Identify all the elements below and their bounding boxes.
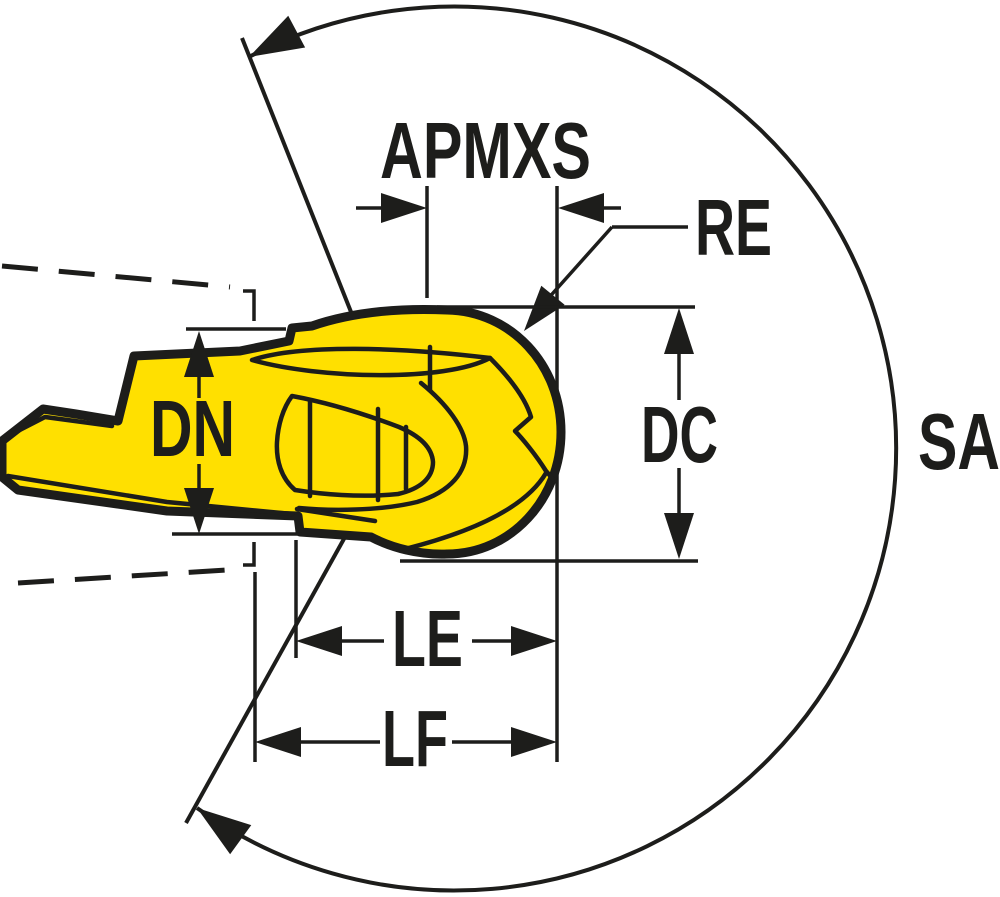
- apmxs-left-arrow-icon: [381, 193, 427, 223]
- workpiece-projection: [1, 263, 256, 586]
- seat-envelope-curve: [296, 380, 469, 513]
- cutting-nose-line: [487, 355, 556, 482]
- lf-left-arrow-icon: [255, 727, 301, 757]
- bottom-step-line: [294, 506, 378, 524]
- le-dimension: LE: [294, 540, 557, 683]
- le-label: LE: [392, 594, 463, 683]
- sa-angle-line-lower: [184, 536, 347, 824]
- apmxs-label: APMXS: [380, 106, 591, 195]
- sa-dimension: SA: [195, 4, 1000, 893]
- dc-label: DC: [641, 390, 718, 479]
- apmxs-right-arrow-icon: [558, 193, 604, 223]
- le-left-arrow-icon: [296, 626, 342, 656]
- dc-up-arrow-icon: [664, 308, 694, 354]
- sa-label: SA: [918, 397, 1000, 486]
- dc-dimension: DC: [400, 305, 718, 563]
- lf-right-arrow-icon: [511, 727, 557, 757]
- re-label: RE: [695, 183, 772, 272]
- lf-dimension: LF: [253, 572, 557, 783]
- corner-bracket-lower: [243, 542, 256, 567]
- le-right-arrow-icon: [511, 626, 557, 656]
- lf-label: LF: [382, 694, 448, 783]
- dn-down-arrow-icon: [184, 488, 214, 534]
- dn-up-arrow-icon: [184, 331, 214, 377]
- insert-body: [0, 304, 566, 559]
- sa-arc-arrow-bottom-icon: [197, 808, 252, 855]
- insert-silhouette: [0, 304, 566, 559]
- sa-angle-line-upper: [240, 37, 359, 328]
- insert-detail-lines: [5, 344, 556, 552]
- dn-dimension: DN: [150, 327, 302, 536]
- flank-inner-curve: [368, 470, 549, 552]
- sa-arc-arrow-top-icon: [249, 15, 306, 57]
- dc-down-arrow-icon: [664, 513, 694, 559]
- apmxs-dimension: APMXS: [356, 106, 621, 298]
- shank-top-bevel-line: [5, 414, 115, 439]
- shank-bottom-bevel-line: [5, 473, 295, 517]
- dashed-line-upper: [1, 263, 231, 290]
- re-dimension: RE: [524, 183, 772, 331]
- insert-seat-outline: [274, 393, 436, 498]
- dn-label: DN: [150, 384, 235, 473]
- sa-arc: [195, 4, 899, 893]
- re-leader-diagonal: [543, 225, 614, 304]
- corner-bracket-upper: [243, 289, 256, 321]
- dashed-line-lower: [17, 566, 244, 586]
